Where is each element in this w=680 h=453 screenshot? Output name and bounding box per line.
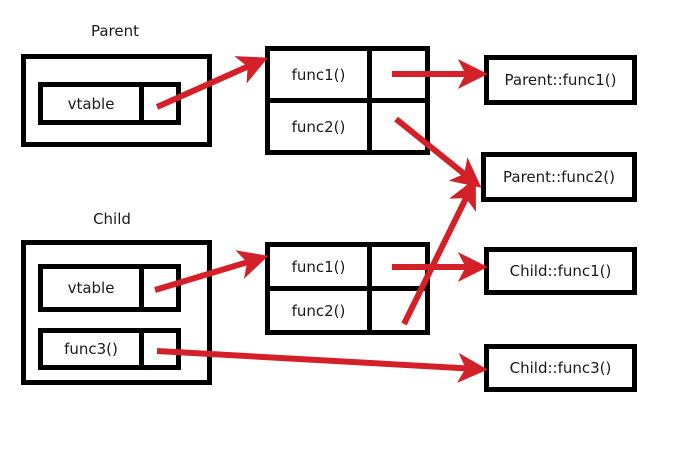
child-vtable-func2-label: func2() [270, 291, 372, 330]
parent-vtable-row-func2: func2() [270, 103, 425, 150]
impl-box-parent-func1: Parent::func1() [484, 55, 637, 105]
parent-vtable-func2-pointer-cell [372, 103, 425, 150]
child-vtable-func1-pointer-cell [372, 247, 425, 286]
child-vtable-func1-label: func1() [270, 247, 372, 286]
child-vtable-row-func2: func2() [270, 291, 425, 330]
child-vtable-table: func1() func2() [265, 242, 430, 335]
child-class-label: Child [93, 210, 131, 228]
child-member-func3-label: func3() [43, 333, 144, 365]
parent-vtable-func1-pointer-cell [372, 51, 425, 98]
parent-vtable-func2-label: func2() [270, 103, 372, 150]
parent-member-vtable: vtable [38, 82, 181, 125]
parent-vtable-table: func1() func2() [265, 46, 430, 155]
child-vtable-row-func1: func1() [270, 247, 425, 291]
child-member-func3: func3() [38, 328, 181, 370]
child-vtable-func2-pointer-cell [372, 291, 425, 330]
parent-vtable-row-func1: func1() [270, 51, 425, 103]
impl-box-parent-func2: Parent::func2() [481, 152, 637, 202]
child-member-func3-pointer-cell [144, 333, 176, 365]
child-member-vtable: vtable [38, 264, 181, 312]
parent-vtable-func1-label: func1() [270, 51, 372, 98]
impl-box-child-func1: Child::func1() [484, 247, 637, 295]
parent-member-vtable-pointer-cell [144, 87, 176, 120]
parent-member-vtable-label: vtable [43, 87, 144, 120]
child-member-vtable-label: vtable [43, 269, 144, 307]
parent-class-label: Parent [90, 22, 140, 40]
impl-box-child-func3: Child::func3() [484, 344, 637, 392]
child-member-vtable-pointer-cell [144, 269, 176, 307]
